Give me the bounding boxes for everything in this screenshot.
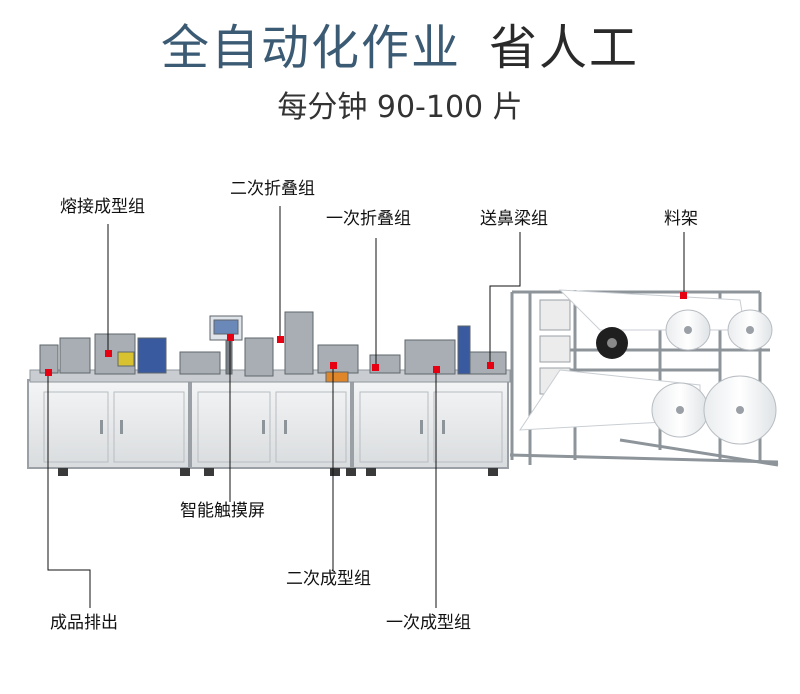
title-accent: 省人工 bbox=[489, 20, 640, 76]
machine-cabinets bbox=[27, 379, 509, 476]
callout-markers bbox=[45, 292, 687, 376]
label-material-rack: 料架 bbox=[664, 209, 698, 229]
label-first-forming: 一次成型组 bbox=[386, 613, 471, 633]
material-rack-frame bbox=[509, 290, 779, 467]
weld-forming-station bbox=[39, 333, 167, 375]
label-touch-screen: 智能触摸屏 bbox=[180, 501, 265, 521]
label-product-out: 成品排出 bbox=[50, 613, 118, 633]
label-weld-forming: 熔接成型组 bbox=[60, 197, 145, 217]
title-main: 全自动化作业 bbox=[160, 20, 461, 76]
middle-station bbox=[179, 311, 359, 383]
label-nose-wire: 送鼻梁组 bbox=[480, 209, 548, 229]
page-title: 全自动化作业省人工 bbox=[0, 18, 800, 78]
leader-lines bbox=[47, 206, 685, 608]
label-first-fold: 一次折叠组 bbox=[326, 209, 411, 229]
label-second-fold: 二次折叠组 bbox=[230, 179, 315, 199]
label-second-forming: 二次成型组 bbox=[286, 569, 371, 589]
material-rolls bbox=[596, 309, 777, 445]
right-station bbox=[369, 325, 507, 375]
page-subtitle: 每分钟 90-100 片 bbox=[277, 90, 523, 125]
